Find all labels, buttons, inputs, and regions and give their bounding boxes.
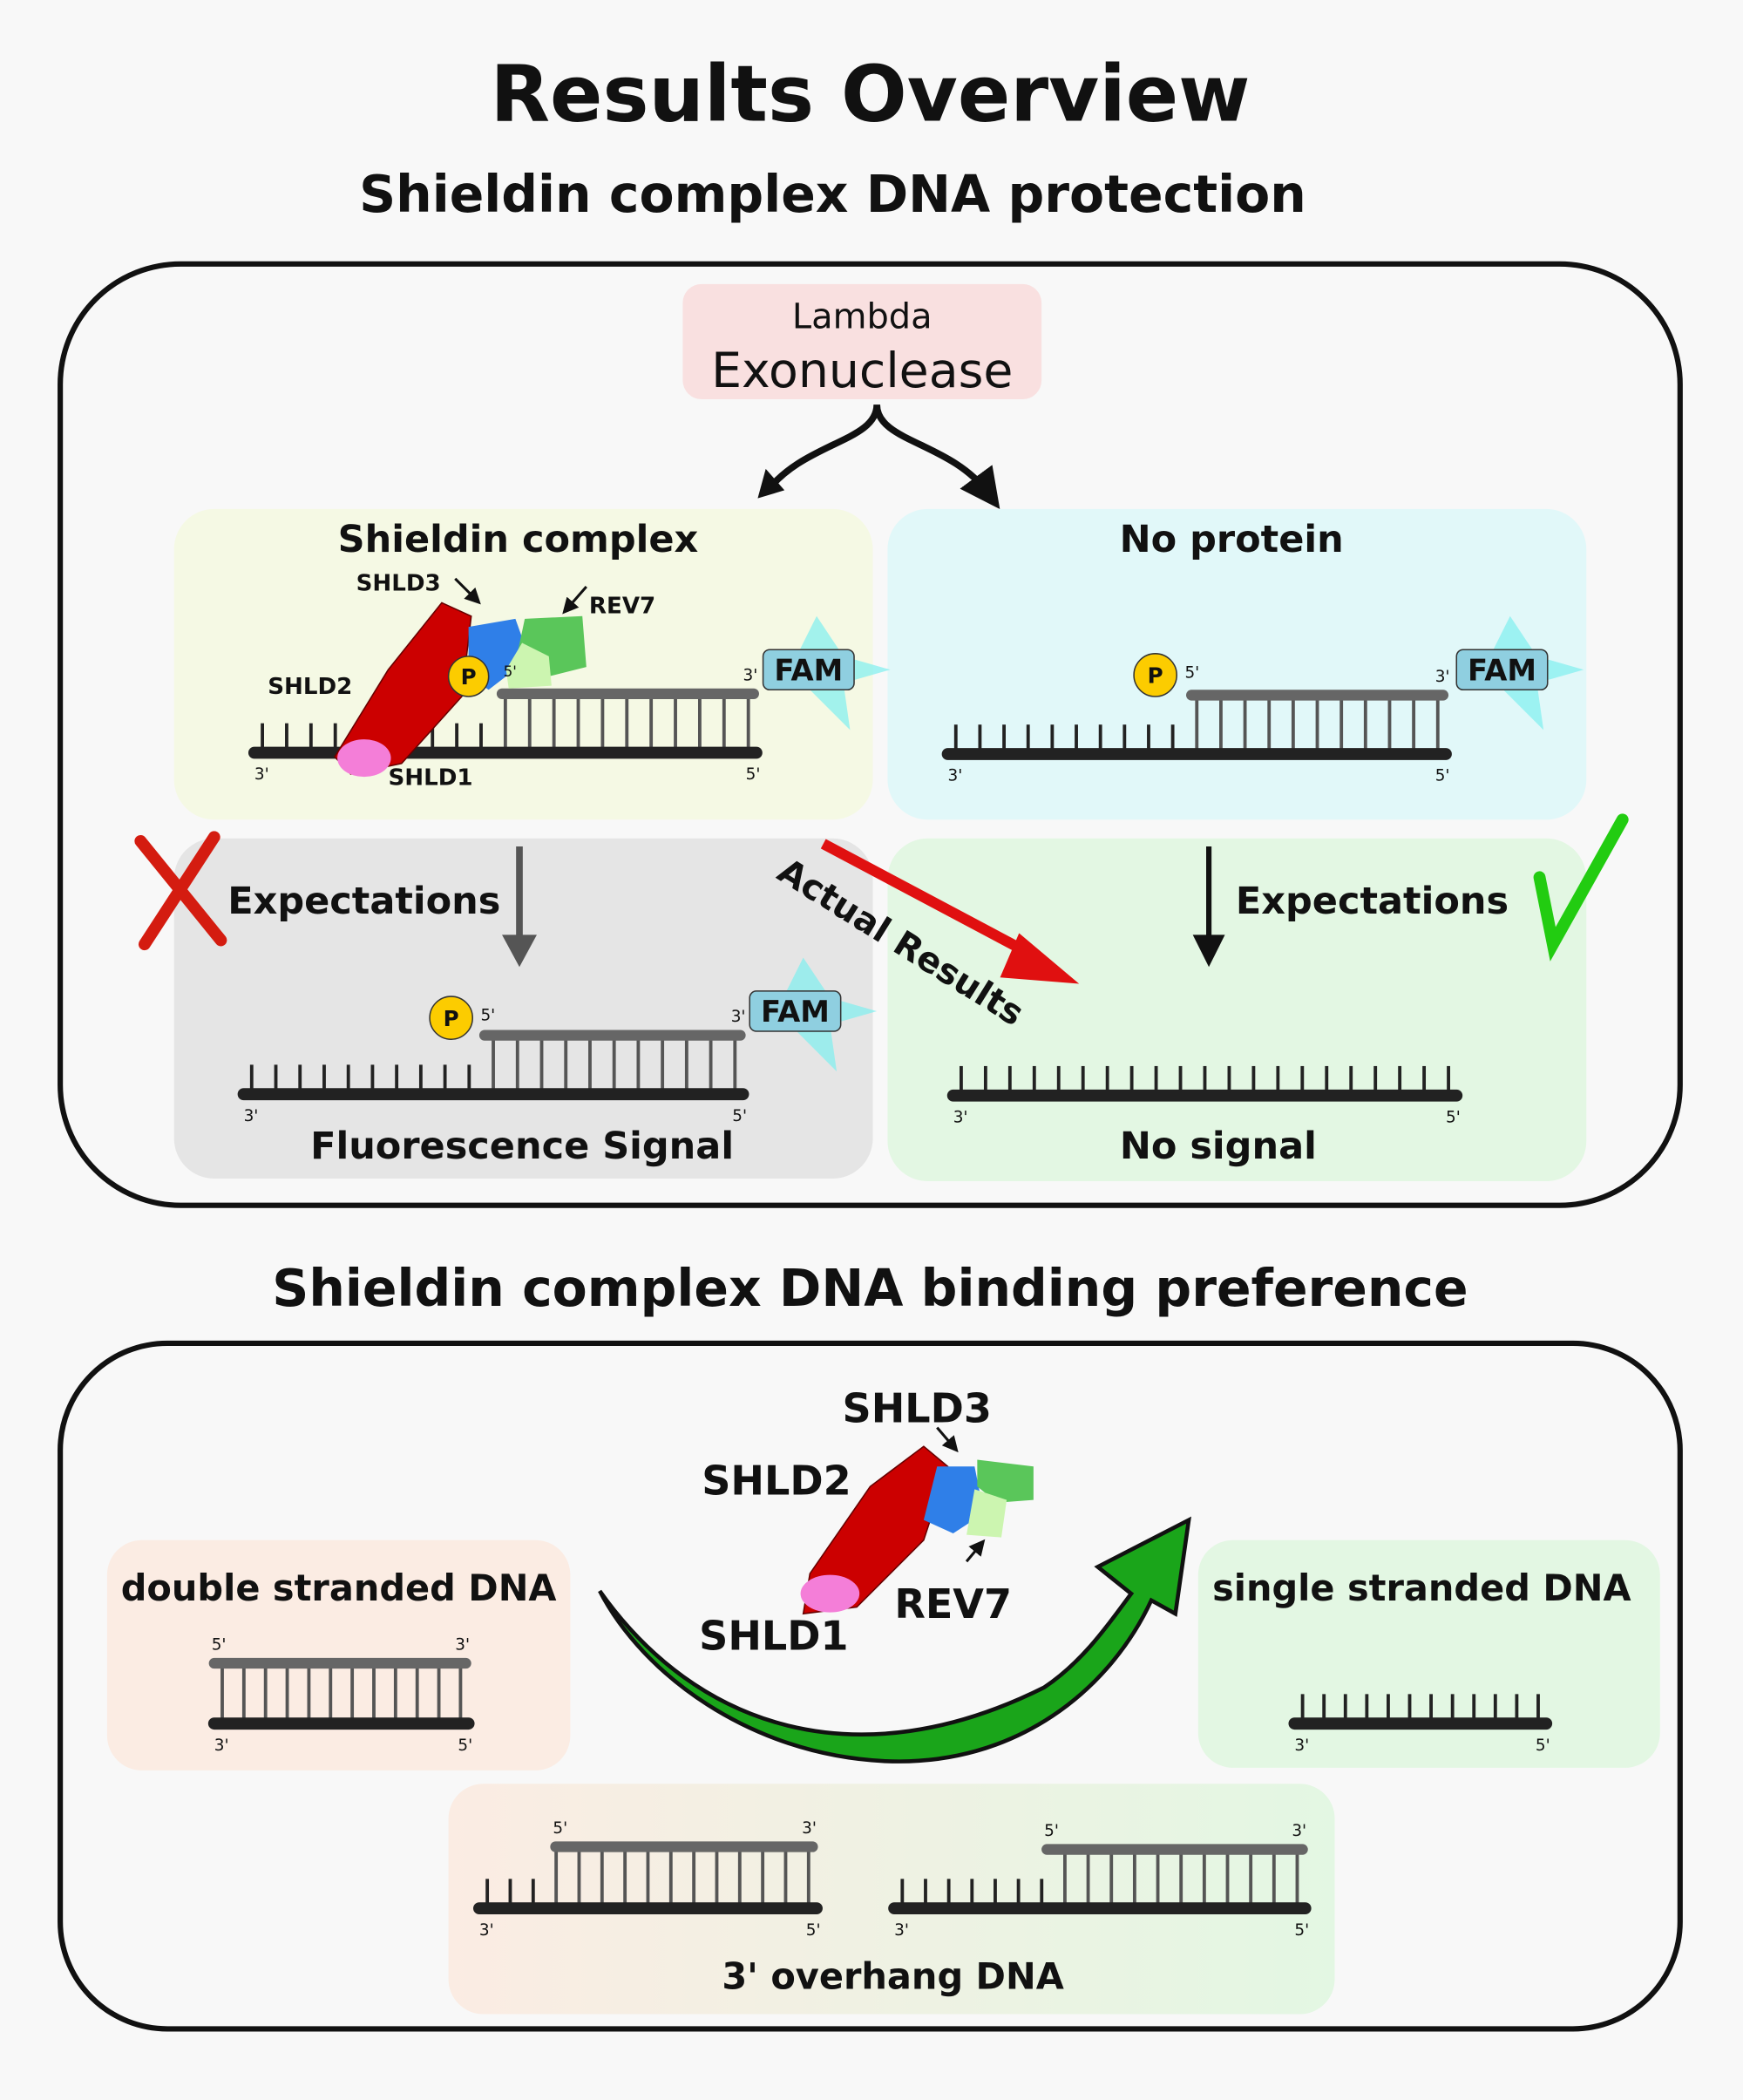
split-arrow-left-head: [757, 468, 785, 499]
split-arrow-icon: [763, 404, 988, 493]
dna-double: 5' 3' 3' 5': [207, 1636, 475, 1755]
panel-ssdna: [1197, 1539, 1660, 1768]
fam-fluorophore: FAM: [749, 957, 878, 1072]
shld3-label: SHLD3: [356, 571, 441, 597]
end-label: 3': [743, 667, 758, 685]
dsdna-label: double stranded DNA: [121, 1567, 557, 1609]
enzyme-line1: Lambda: [792, 297, 933, 337]
end-label: 5': [1294, 1921, 1309, 1940]
phosphate-group: P 5': [429, 996, 495, 1040]
fam-box: [1455, 649, 1549, 691]
enzyme-line2: Exonuclease: [711, 343, 1013, 399]
shld1-label: SHLD1: [388, 765, 472, 791]
page-title: Results Overview: [490, 49, 1250, 139]
fam-fluorophore: FAM: [1455, 615, 1584, 731]
enzyme-box: [682, 283, 1042, 399]
panel-noprotein: [887, 508, 1587, 820]
dna-overhang-left: 5' 3' 3' 5': [473, 1819, 823, 1940]
shld2-label: SHLD2: [702, 1457, 851, 1504]
dna-fluorescence: 3' 5': [237, 1030, 749, 1125]
rev7-light-protein: [966, 1489, 1007, 1538]
shld3-label: SHLD3: [843, 1385, 992, 1432]
shld2-label: SHLD2: [268, 674, 352, 700]
end-label: 3': [948, 767, 963, 785]
fam-label: FAM: [761, 995, 830, 1029]
phosphate-icon: [447, 656, 490, 697]
end-label: 5': [480, 1007, 495, 1025]
cross-icon: [134, 831, 227, 951]
end-label: 5': [732, 1107, 747, 1125]
end-label: 5': [1184, 663, 1199, 682]
dna-noprotein: 3' 5': [941, 690, 1452, 785]
shld1-protein: [800, 1574, 860, 1613]
end-label: 5': [504, 663, 517, 680]
noprotein-label: No protein: [1120, 518, 1344, 561]
shld1-label: SHLD1: [699, 1613, 848, 1660]
rev7-protein: [977, 1459, 1034, 1503]
end-label: 5': [458, 1736, 472, 1755]
fam-label: FAM: [1468, 654, 1536, 688]
phosphate-group: P 5': [1133, 653, 1199, 697]
end-label: 3': [254, 765, 269, 784]
end-label: 3': [479, 1921, 494, 1940]
overhang-label: 3' overhang DNA: [722, 1955, 1063, 1997]
end-label: 3': [455, 1636, 470, 1655]
end-label: 5': [1435, 767, 1450, 785]
check-icon: [1533, 813, 1629, 962]
nosignal-expectation-arrow: [1192, 846, 1225, 968]
end-label: 5': [212, 1636, 227, 1655]
end-label: 5': [746, 765, 761, 784]
fam-box: [762, 649, 855, 691]
dna-nosignal: 3' 5': [946, 1065, 1463, 1126]
rev7-light-protein: [505, 642, 552, 689]
section1-heading: Shieldin complex DNA protection: [359, 165, 1306, 224]
fluorescence-label: Fluorescence Signal: [310, 1125, 734, 1168]
protection-frame: [58, 261, 1683, 1208]
phosphate-label: P: [444, 1006, 459, 1031]
expectations-label-left: Expectations: [227, 880, 500, 923]
actual-results-arrow: [820, 839, 1080, 984]
end-label: 3': [731, 1008, 746, 1026]
panel-overhang: [448, 1784, 1335, 2015]
shieldin-label: Shieldin complex: [338, 518, 699, 561]
binding-preference-arrow: [598, 1516, 1191, 1764]
section2-heading: Shieldin complex DNA binding preference: [272, 1259, 1468, 1318]
fam-fluorophore: FAM: [762, 615, 891, 731]
shieldin-complex-structure: P 5' SHLD3 REV7 SHLD2 SHLD1: [268, 571, 655, 792]
end-label: 5': [1536, 1736, 1550, 1755]
end-label: 3': [894, 1921, 909, 1940]
end-label: 5': [1044, 1822, 1059, 1840]
fam-box: [749, 990, 842, 1032]
rev7-label: REV7: [589, 594, 655, 620]
end-label: 3': [953, 1108, 968, 1126]
phosphate-label: P: [1148, 663, 1163, 689]
dna-overhang-right: 5' 3' 3' 5': [888, 1822, 1312, 1940]
dna-single: 3' 5': [1288, 1694, 1553, 1755]
ssdna-label: single stranded DNA: [1212, 1567, 1631, 1609]
binding-frame: [58, 1340, 1683, 2032]
shld1-protein: [337, 739, 391, 778]
nosignal-label: No signal: [1120, 1125, 1317, 1168]
end-label: 5': [806, 1921, 821, 1940]
end-label: 3': [1435, 668, 1450, 686]
phosphate-icon: [1133, 653, 1177, 697]
end-label: 3': [244, 1107, 259, 1125]
end-label: 3': [802, 1819, 817, 1838]
end-label: 5': [553, 1819, 567, 1838]
end-label: 3': [1292, 1822, 1306, 1840]
phosphate-icon: [429, 996, 474, 1040]
shld3-protein: [923, 1466, 985, 1534]
end-label: 3': [214, 1736, 229, 1755]
shieldin-complex-structure-2: SHLD3 SHLD2 SHLD1 REV7: [699, 1385, 1034, 1660]
rev7-label: REV7: [894, 1580, 1012, 1628]
fluorescence-expectation-arrow: [502, 846, 537, 968]
expectations-label-right: Expectations: [1236, 880, 1509, 923]
end-label: 5': [1446, 1108, 1461, 1126]
end-label: 3': [1294, 1736, 1309, 1755]
fam-label: FAM: [774, 654, 843, 688]
section2-dna-layer: 5' 3' 3' 5' 3' 5' 5' 3' 3' 5' 5' 3' 3' 5': [207, 1636, 1553, 1940]
phosphate-label: P: [461, 664, 477, 690]
